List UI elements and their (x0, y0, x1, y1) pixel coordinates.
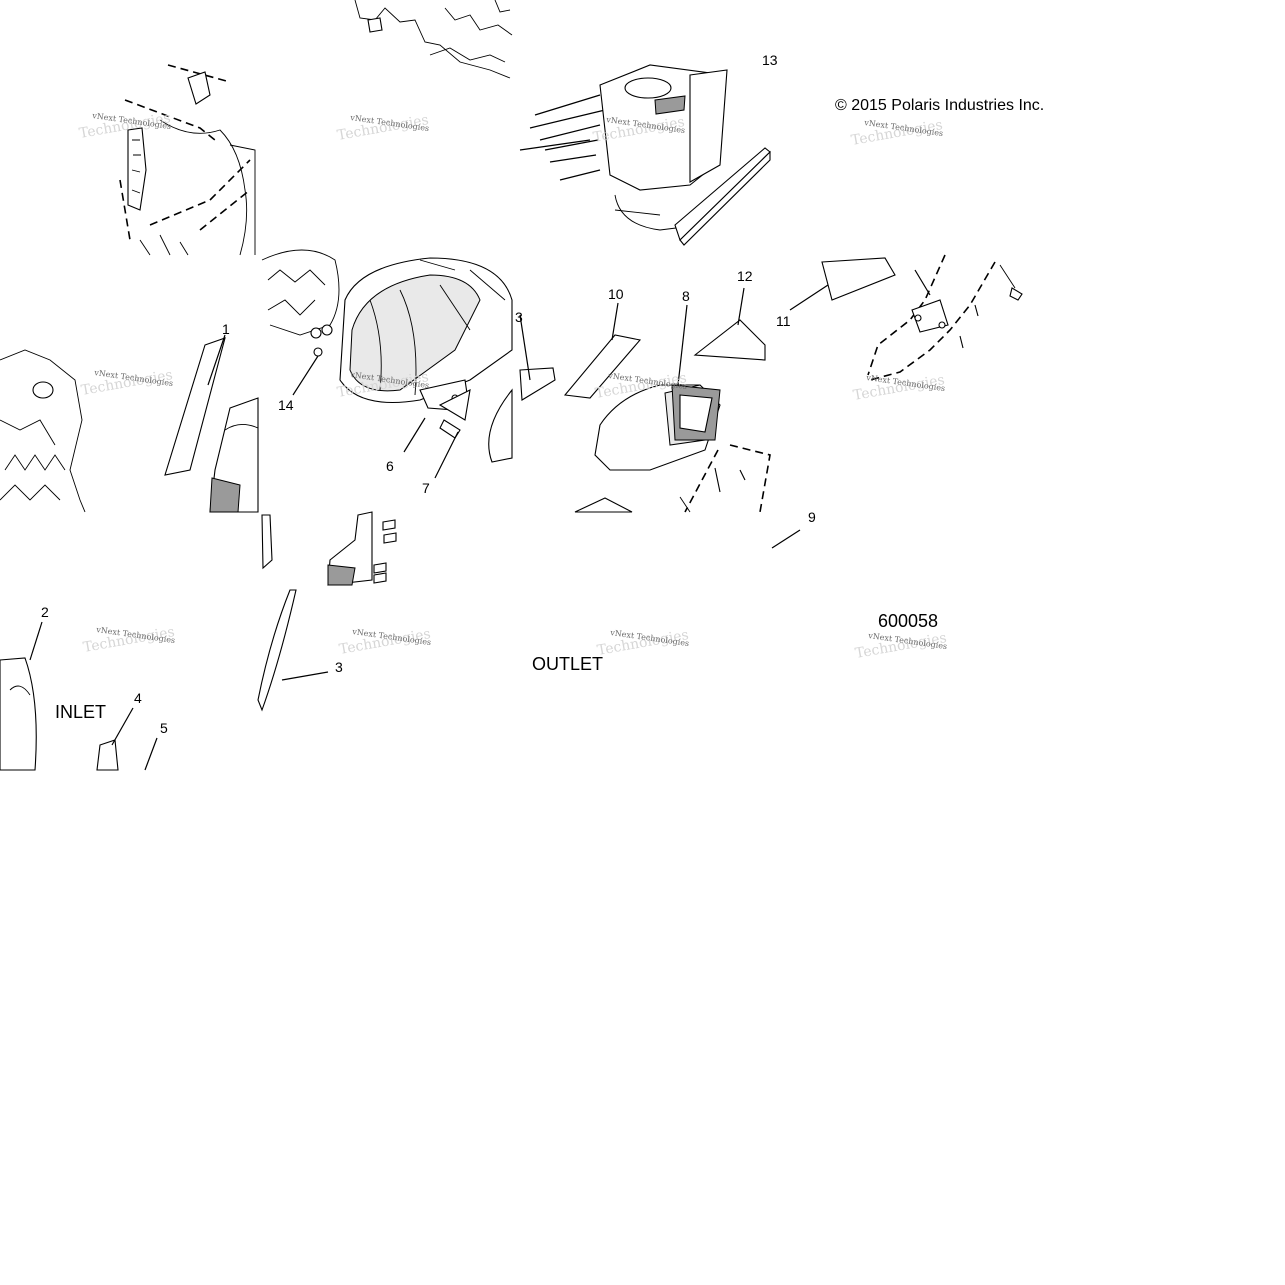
callout-2: 2 (41, 604, 49, 620)
callout-6: 6 (386, 458, 394, 474)
callout-7: 7 (422, 480, 430, 496)
callout-9: 9 (808, 509, 816, 525)
callout-8: 8 (682, 288, 690, 304)
part-1-panel (164, 334, 259, 513)
callout-13: 13 (762, 52, 778, 68)
lower-parts-illustration (0, 511, 801, 771)
inlet-label: INLET (55, 702, 106, 722)
cooling-fan-housing-top (519, 64, 771, 246)
diagram-number: 600058 (878, 611, 938, 631)
bracket-illustration (789, 254, 1023, 381)
outlet-label: OUTLET (532, 654, 603, 674)
callout-4: 4 (134, 690, 142, 706)
callout-5: 5 (160, 720, 168, 736)
callout-3a: 3 (515, 309, 523, 325)
callout-12: 12 (737, 268, 753, 284)
callout-11: 11 (776, 313, 791, 329)
callout-14: 14 (278, 397, 294, 413)
outlet-duct-illustration (488, 287, 771, 513)
engine-illustration-top (119, 64, 256, 256)
engine-illustration-upper (354, 0, 513, 79)
callout-3b: 3 (335, 659, 343, 675)
callout-1: 1 (222, 321, 230, 337)
callout-10: 10 (608, 286, 624, 302)
clutch-cover-illustration (261, 249, 513, 479)
engine-illustration-side (0, 349, 86, 513)
copyright-notice: © 2015 Polaris Industries Inc. (835, 97, 1044, 114)
